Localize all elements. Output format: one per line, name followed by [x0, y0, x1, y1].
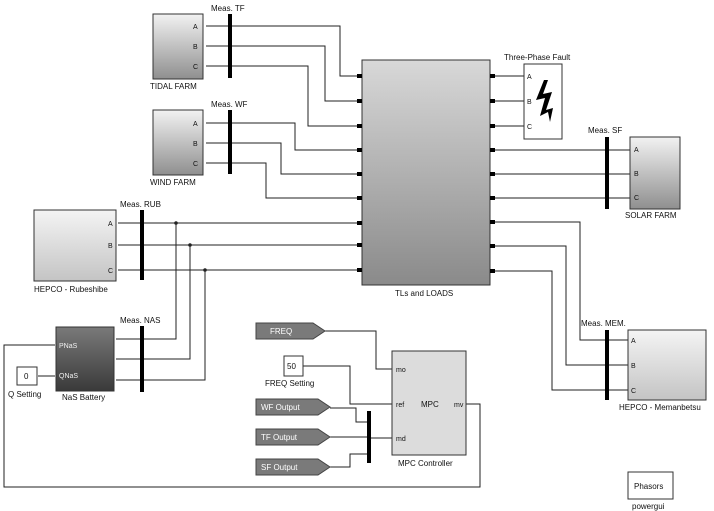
- mem-port-a: A: [631, 338, 636, 345]
- freq-tag-label: FREQ: [270, 327, 292, 336]
- meas-rub-label: Meas. RUB: [120, 200, 161, 209]
- powergui-block[interactable]: Phasors powergui: [627, 471, 674, 511]
- meas-nas[interactable]: Meas. NAS: [120, 316, 160, 392]
- solar-port-a: A: [634, 147, 639, 154]
- freq-setting-value: 50: [287, 362, 296, 371]
- three-phase-fault-block[interactable]: Three-Phase Fault A B C: [504, 53, 571, 140]
- mpc-controller-label: MPC Controller: [398, 459, 453, 468]
- wind-port-c: C: [193, 161, 198, 168]
- powergui-title: Phasors: [634, 482, 663, 491]
- meas-tf[interactable]: Meas. TF: [211, 4, 245, 78]
- mpc-title: MPC: [421, 400, 439, 409]
- solar-farm-block[interactable]: A B C SOLAR FARM: [625, 136, 681, 220]
- rub-port-a: A: [108, 221, 113, 228]
- mem-port-c: C: [631, 388, 636, 395]
- mpc-port-mv: mv: [454, 402, 464, 409]
- tls-loads-label: TLs and LOADS: [395, 289, 453, 298]
- fault-port-b: B: [527, 99, 532, 106]
- hepco-rubeshibe-block[interactable]: A B C HEPCO - Rubeshibe: [33, 209, 117, 294]
- meas-sf[interactable]: Meas. SF: [588, 126, 622, 209]
- meas-mem[interactable]: Meas. MEM.: [581, 319, 626, 400]
- meas-tf-label: Meas. TF: [211, 4, 245, 13]
- meas-wf-label: Meas. WF: [211, 100, 248, 109]
- mpc-port-md: md: [396, 436, 406, 443]
- mem-port-b: B: [631, 363, 636, 370]
- nas-port-qnas: QNaS: [59, 373, 78, 380]
- tidal-farm-block[interactable]: A B C TIDAL FARM: [150, 13, 204, 91]
- mpc-controller-block[interactable]: mo ref md mv MPC MPC Controller: [391, 350, 467, 468]
- solar-port-b: B: [634, 171, 639, 178]
- q-setting-value: 0: [24, 372, 29, 381]
- mux-bar[interactable]: [367, 411, 371, 463]
- sf-output-tag[interactable]: SF Output: [255, 458, 331, 476]
- three-phase-fault-label: Three-Phase Fault: [504, 53, 571, 62]
- wind-farm-block[interactable]: A B C WIND FARM: [150, 109, 204, 187]
- meas-rub[interactable]: Meas. RUB: [120, 200, 161, 280]
- fault-port-a: A: [527, 74, 532, 81]
- mpc-port-mo: mo: [396, 367, 406, 374]
- wind-port-b: B: [193, 141, 198, 148]
- tidal-port-b: B: [193, 44, 198, 51]
- tls-loads-block[interactable]: TLs and LOADS: [357, 59, 495, 298]
- freq-setting-label: FREQ Setting: [265, 379, 314, 388]
- rub-port-b: B: [108, 243, 113, 250]
- meas-sf-label: Meas. SF: [588, 126, 622, 135]
- freq-setting-block[interactable]: 50 FREQ Setting: [265, 355, 314, 388]
- tls-ports: [357, 74, 495, 273]
- hepco-memanbetsu-block[interactable]: A B C HEPCO - Memanbetsu: [619, 329, 707, 412]
- freq-tag[interactable]: FREQ: [255, 322, 326, 340]
- nas-port-pnas: PNaS: [59, 343, 78, 350]
- nas-battery-label: NaS Battery: [62, 393, 105, 402]
- lightning-bolt-icon: [536, 80, 553, 122]
- solar-farm-label: SOLAR FARM: [625, 211, 677, 220]
- tidal-farm-label: TIDAL FARM: [150, 82, 197, 91]
- wind-farm-label: WIND FARM: [150, 178, 196, 187]
- powergui-label: powergui: [632, 502, 665, 511]
- tidal-port-a: A: [193, 24, 198, 31]
- wf-output-label: WF Output: [261, 403, 300, 412]
- meas-mem-label: Meas. MEM.: [581, 319, 626, 328]
- q-setting-block[interactable]: 0 Q Setting: [8, 366, 41, 399]
- wf-output-tag[interactable]: WF Output: [255, 398, 331, 416]
- sf-output-label: SF Output: [261, 463, 298, 472]
- mpc-port-ref: ref: [396, 402, 404, 409]
- rub-port-c: C: [108, 268, 113, 275]
- solar-port-c: C: [634, 195, 639, 202]
- nas-battery-block[interactable]: PNaS QNaS NaS Battery: [55, 326, 115, 402]
- wind-port-a: A: [193, 121, 198, 128]
- tf-output-tag[interactable]: TF Output: [255, 428, 331, 446]
- meas-wf[interactable]: Meas. WF: [211, 100, 248, 174]
- wires: [3, 25, 630, 488]
- meas-nas-label: Meas. NAS: [120, 316, 160, 325]
- hepco-memanbetsu-label: HEPCO - Memanbetsu: [619, 403, 701, 412]
- fault-port-c: C: [527, 124, 532, 131]
- hepco-rubeshibe-label: HEPCO - Rubeshibe: [34, 285, 108, 294]
- tf-output-label: TF Output: [261, 433, 298, 442]
- tidal-port-c: C: [193, 64, 198, 71]
- q-setting-label: Q Setting: [8, 390, 41, 399]
